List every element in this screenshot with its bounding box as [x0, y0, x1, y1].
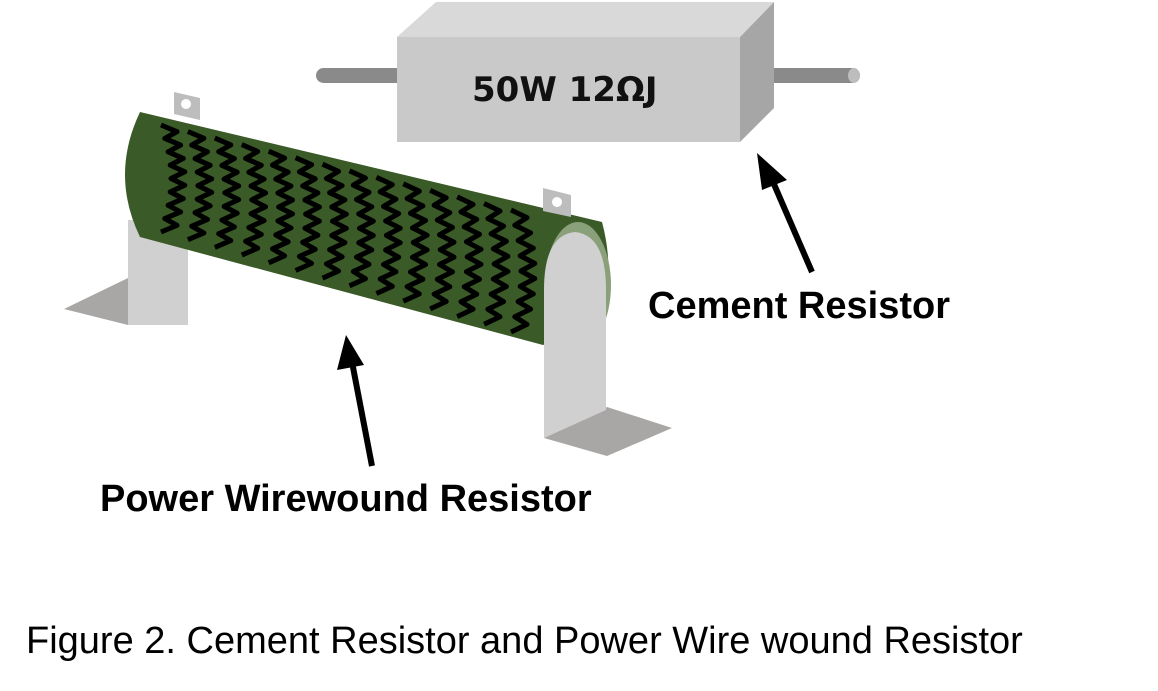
- foot-right: [544, 407, 672, 456]
- figure-caption: Figure 2. Cement Resistor and Power Wire…: [26, 620, 1023, 662]
- coil-winding: [348, 168, 376, 289]
- coil-winding: [509, 207, 538, 335]
- coil-winding: [375, 175, 403, 296]
- coil-winding: [294, 155, 322, 273]
- coil-winding: [160, 122, 188, 235]
- bracket-right: [544, 232, 606, 438]
- cement-resistor: [316, 2, 860, 142]
- lead-end: [848, 68, 860, 83]
- cement-lead-left: [316, 68, 406, 83]
- wirewound-resistor-label: Power Wirewound Resistor: [100, 478, 592, 520]
- coil-winding: [213, 135, 242, 250]
- coil-winding: [267, 148, 295, 266]
- coil-winding: [186, 129, 215, 243]
- cement-resistor-label: Cement Resistor: [648, 285, 950, 327]
- arrow-cement: [757, 153, 815, 274]
- coil-windings: [160, 122, 538, 335]
- wirewound-resistor: [64, 92, 672, 456]
- tube-body: [125, 112, 609, 345]
- terminal-tab-right: [543, 188, 571, 217]
- cement-front-face: [397, 37, 740, 142]
- cement-marking: 50W 12ΩJ: [472, 70, 658, 110]
- coil-winding: [402, 181, 430, 304]
- coil-winding: [483, 201, 511, 327]
- cement-side-face: [740, 2, 774, 142]
- terminal-tab-left: [174, 92, 200, 120]
- coil-winding: [429, 188, 457, 312]
- coil-winding: [321, 161, 349, 281]
- cement-top-face: [397, 2, 774, 37]
- coil-winding: [240, 142, 269, 258]
- cement-lead-right: [760, 68, 860, 83]
- arrow-wirewound: [337, 335, 375, 467]
- coil-winding: [456, 194, 484, 319]
